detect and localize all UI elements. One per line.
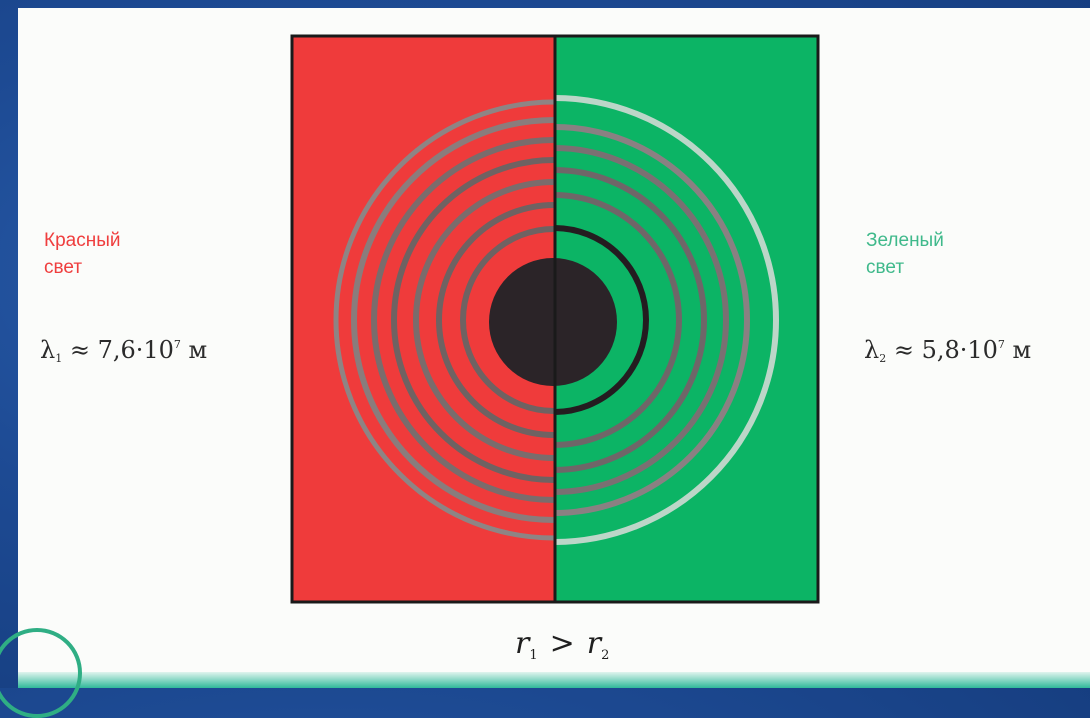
green-interference-rings [555,95,779,545]
corner-decoration [0,628,82,718]
wavelength-value: ≈ 5,8·10 [886,336,998,364]
radius-relation: r1>r2 [515,626,609,663]
lambda-symbol: λ [864,336,880,364]
radius-2-var: r [586,626,602,661]
slide-footer-bar [18,672,1090,688]
red-wavelength-formula: λ1 ≈ 7,6·107 м [40,336,207,365]
radius-2-sub: 2 [601,648,610,663]
green-ring-5 [555,124,750,516]
red-light-label-line1: Красный [44,230,121,251]
unit: м [1004,336,1032,364]
green-ring-6 [555,95,779,545]
lambda-symbol: λ [40,336,56,364]
lambda-subscript: 1 [55,352,63,365]
green-ring-2 [555,192,682,448]
center-dark-spot [489,258,617,386]
diagram-frame [290,34,820,604]
wavelength-value: ≈ 7,6·10 [62,336,174,364]
exponent: 7 [173,338,181,351]
green-ring-1 [555,225,649,415]
radius-1-sub: 1 [529,648,538,663]
unit: м [180,336,208,364]
radius-1-var: r [515,626,530,661]
red-light-label-line2: свет [44,257,83,278]
green-ring-3 [555,167,707,473]
green-light-label-line1: Зеленый [866,230,944,251]
exponent: 7 [997,338,1005,351]
green-ring-4 [555,145,729,495]
lambda-subscript: 2 [879,352,887,365]
greater-than: > [549,626,575,661]
green-light-label-line2: свет [866,257,905,278]
newton-rings-diagram [290,34,820,604]
green-wavelength-formula: λ2 ≈ 5,8·107 м [864,336,1031,365]
